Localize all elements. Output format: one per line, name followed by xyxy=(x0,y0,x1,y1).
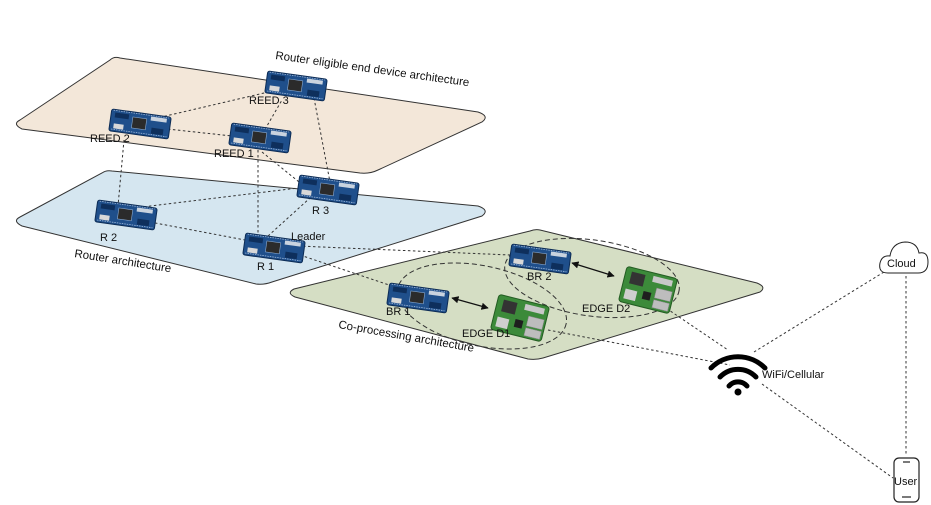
coprocessing-plane xyxy=(289,229,764,360)
r2-label: R 2 xyxy=(100,232,117,244)
reed3-label: REED 3 xyxy=(249,95,289,107)
reed1-label: REED 1 xyxy=(214,148,254,160)
wifi-label: WiFi/Cellular xyxy=(762,369,825,381)
reed-plane xyxy=(16,56,486,174)
pair-group-br2-edge2 xyxy=(504,237,680,319)
wifi-icon xyxy=(708,354,768,396)
smartphone-icon xyxy=(893,457,920,503)
r3-label: R 3 xyxy=(312,205,329,217)
edge-d2-label: EDGE D2 xyxy=(582,303,630,315)
br1-label: BR 1 xyxy=(386,306,410,318)
user-label: User xyxy=(894,476,918,488)
br1-edge1-link xyxy=(451,296,489,310)
cloud-label: Cloud xyxy=(887,258,916,270)
leader-label: Leader xyxy=(291,231,326,243)
br2-edge2-link xyxy=(571,261,615,278)
edge-d1-label: EDGE D1 xyxy=(462,328,510,340)
reed2-label: REED 2 xyxy=(90,133,130,145)
br2-label: BR 2 xyxy=(527,271,551,283)
r1-label: R 1 xyxy=(257,261,274,273)
router-plane xyxy=(16,170,486,285)
cloud-icon xyxy=(879,241,929,274)
